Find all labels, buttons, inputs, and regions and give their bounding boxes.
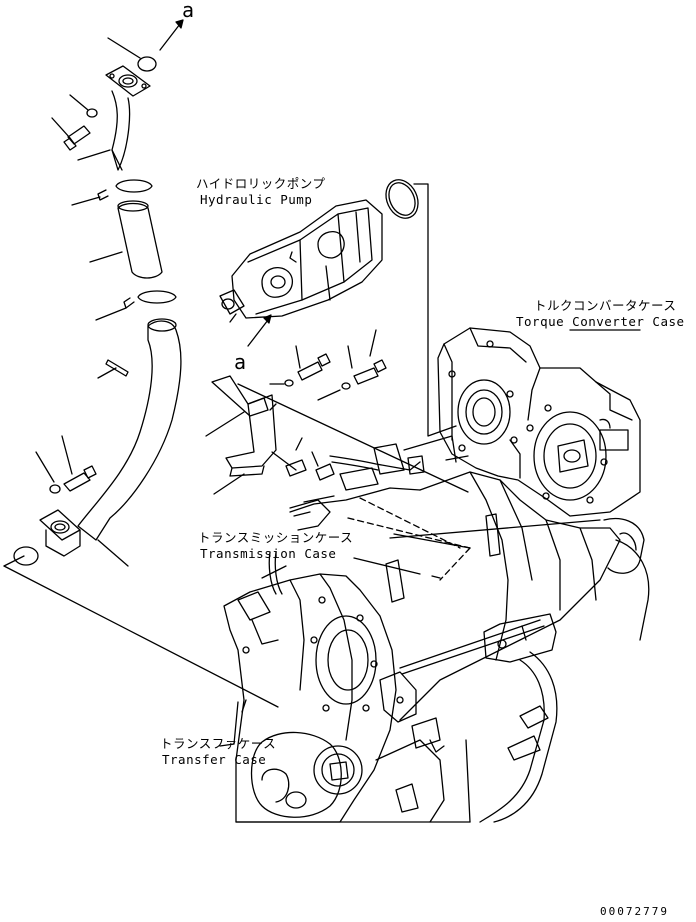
transmission-case-label-jp: トランスミッションケース <box>198 530 354 545</box>
callout-circle-bottom <box>13 546 39 566</box>
upper-elbow-pipe <box>111 90 131 171</box>
callout-circle-top <box>137 56 157 72</box>
torque-converter-label-jp: トルクコンバータケース <box>534 298 677 313</box>
transmission-case <box>223 435 650 823</box>
bracket-arm <box>211 375 269 417</box>
torque-converter-case <box>437 327 641 517</box>
transfer-case-label-en: Transfer Case <box>162 752 267 767</box>
hydraulic-pump-label-jp: ハイドロリックポンプ <box>196 176 326 191</box>
drawing-code: 00072779 <box>600 905 669 918</box>
bracket-assembly <box>205 329 469 495</box>
transfer-case-label-jp: トランスファケース <box>160 736 277 751</box>
hose-clamp-lower <box>137 290 177 304</box>
reference-mark-pump: a <box>234 350 247 374</box>
reference-arrow-top <box>159 19 184 51</box>
hydraulic-pump-label-en: Hydraulic Pump <box>200 192 313 207</box>
upper-flange <box>105 65 151 97</box>
bracket-plate <box>225 394 277 469</box>
long-pipe <box>77 320 182 541</box>
lower-bolt <box>63 472 91 492</box>
lower-washer <box>49 484 61 494</box>
label-leaders <box>219 565 287 747</box>
pipe-assembly <box>3 37 279 708</box>
transmission-case-label-en: Transmission Case <box>200 546 337 561</box>
pin <box>105 359 129 377</box>
bolt <box>67 125 91 145</box>
washer <box>86 108 98 118</box>
o-ring <box>385 179 457 437</box>
torque-converter-label-en: Torque Converter Case <box>516 314 685 329</box>
hydraulic-pump <box>219 199 383 347</box>
hose <box>117 202 163 279</box>
reference-mark-top: a <box>182 0 195 22</box>
hose-clamp-upper <box>115 179 153 193</box>
